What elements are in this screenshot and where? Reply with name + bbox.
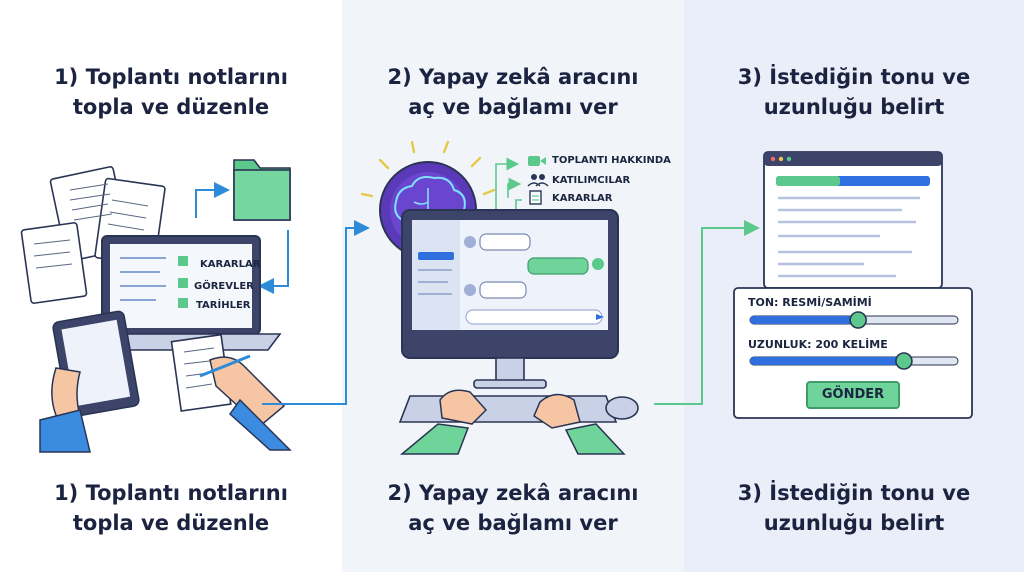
length-label: UZUNLUK: 200 KELİME (748, 338, 888, 351)
slider-knob[interactable] (895, 352, 913, 370)
context-arrow-2 (507, 177, 522, 198)
hand-writing-icon (170, 333, 292, 451)
folder-icon (233, 159, 291, 221)
step-1-to-2-arrow (262, 220, 370, 405)
document-icon (529, 190, 542, 205)
keyboard-icon (398, 395, 618, 423)
video-icon (528, 156, 546, 166)
from-folder-arrow (258, 230, 289, 294)
mouse-icon (605, 396, 639, 420)
context-arrow-3 (515, 199, 522, 210)
tone-slider (749, 311, 959, 329)
submit-button[interactable]: GÖNDER (806, 381, 900, 409)
slider-fill (750, 357, 904, 365)
typing-hands-icon (399, 389, 626, 455)
browser-window-icon (763, 151, 943, 289)
context-item-participants: KATILIMCILAR (552, 175, 631, 186)
tone-label: TON: RESMİ/SAMİMİ (748, 296, 872, 309)
slider-fill (750, 316, 859, 324)
step-2-to-3-arrow (654, 220, 760, 405)
people-icon (527, 174, 549, 187)
desktop-monitor-icon (401, 209, 619, 389)
context-item-meeting: TOPLANTI HAKKINDA (552, 155, 671, 166)
checklist-item-dates: TARİHLER (196, 300, 251, 311)
slider-knob[interactable] (849, 311, 867, 329)
hand-left-icon (39, 367, 91, 453)
laptop-icon (82, 235, 282, 351)
length-slider (749, 352, 959, 370)
checklist-item-tasks: GÖREVLER (194, 281, 254, 292)
checklist-item-decisions: KARARLAR (200, 259, 261, 270)
context-item-decisions: KARARLAR (552, 193, 613, 204)
to-folder-arrow (195, 182, 230, 218)
